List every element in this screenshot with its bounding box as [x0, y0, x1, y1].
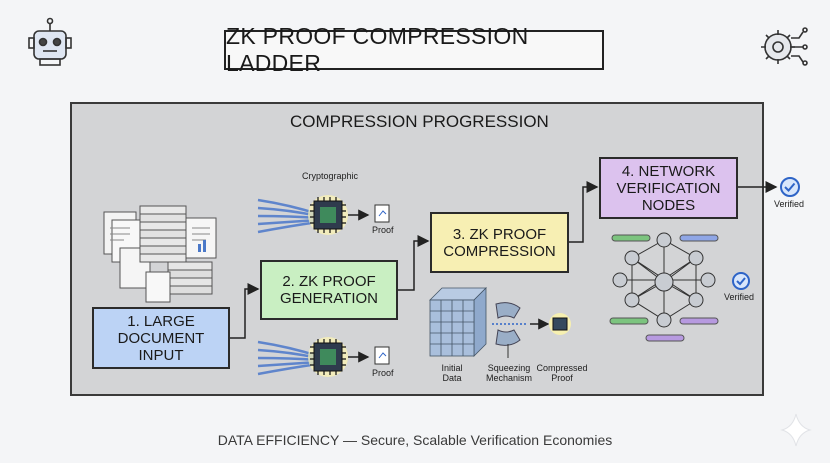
document-stack-icon [103, 205, 217, 303]
proof-label-bottom: Proof [372, 368, 394, 378]
proof-label-top: Proof [372, 225, 394, 235]
stage-large-document-input: 1. LARGE DOCUMENT INPUT [92, 307, 230, 369]
initial-data-label: Initial Data [441, 363, 463, 383]
stage-network-verification-nodes: 4. NETWORK VERIFICATION NODES [599, 157, 738, 219]
compressed-proof-label: Compressed Proof [536, 363, 588, 383]
panel-title: COMPRESSION PROGRESSION [290, 112, 549, 131]
verified-output-label: Verified [774, 199, 805, 209]
stage-zk-proof-generation: 2. ZK PROOF GENERATION [260, 260, 398, 320]
stage-zk-proof-compression: 3. ZK PROOF COMPRESSION [430, 212, 569, 273]
cryptographic-label: Cryptographic [302, 171, 359, 181]
data-cube-icon [429, 287, 487, 357]
verified-network-icon [732, 272, 750, 290]
squeeze-mechanism-icon [492, 302, 571, 358]
sparkle-icon [780, 413, 812, 447]
chip-icon-bottom [257, 337, 390, 377]
verified-network-label: Verified [724, 292, 755, 302]
footer-caption: DATA EFFICIENCY — Secure, Scalable Verif… [217, 432, 613, 448]
squeezing-mechanism-label: Squeezing Mechanism [485, 363, 532, 383]
verified-output-icon [780, 177, 800, 197]
chip-icon-top [257, 195, 390, 235]
network-graph-icon [609, 232, 719, 342]
